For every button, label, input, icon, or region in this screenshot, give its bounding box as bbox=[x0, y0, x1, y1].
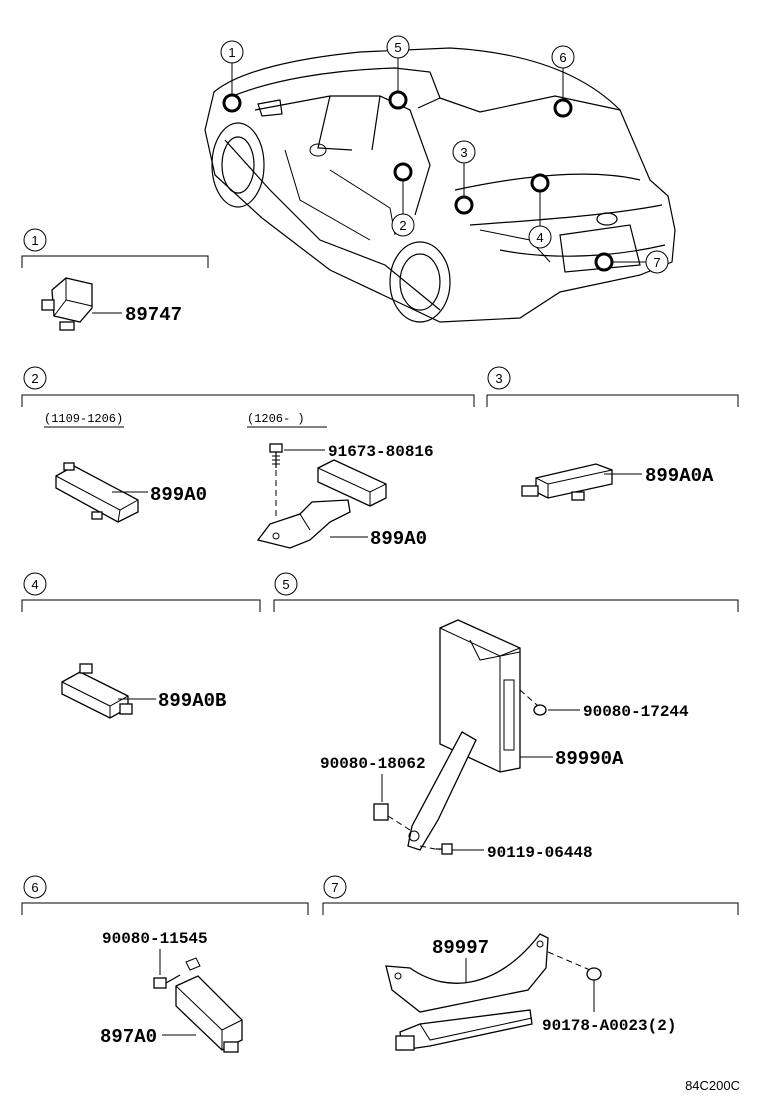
part-number-90080-17244[interactable]: 90080-17244 bbox=[583, 703, 689, 721]
part-897A0-drawing bbox=[175, 957, 243, 1053]
car-overview-illustration bbox=[204, 47, 676, 323]
diagram-code: 84C200C bbox=[685, 1078, 740, 1093]
part-number-89747[interactable]: 89747 bbox=[125, 304, 182, 326]
location-marker-6 bbox=[553, 98, 573, 118]
part-number-90080-11545[interactable]: 90080-11545 bbox=[102, 930, 208, 948]
section-3: 3 899A0A bbox=[486, 366, 739, 501]
part-number-90119-06448[interactable]: 90119-06448 bbox=[487, 844, 593, 862]
section-number-6: 6 bbox=[31, 880, 38, 895]
callout-label-7: 7 bbox=[653, 255, 660, 270]
date-range-1206: (1206- ) bbox=[247, 412, 305, 426]
part-899A0A-drawing bbox=[521, 463, 613, 501]
part-number-899A0A[interactable]: 899A0A bbox=[645, 465, 714, 487]
section-number-3: 3 bbox=[495, 371, 502, 386]
part-89990A-drawing bbox=[407, 619, 521, 851]
part-899A0-old-drawing bbox=[55, 462, 139, 523]
section-number-2: 2 bbox=[31, 371, 38, 386]
callout-label-6: 6 bbox=[559, 50, 566, 65]
clip-90178-A0023-drawing bbox=[586, 967, 602, 981]
bolt-90119-06448-drawing bbox=[436, 843, 453, 855]
part-899A0B-drawing bbox=[61, 663, 133, 719]
date-range-1109-1206: (1109-1206) bbox=[44, 412, 123, 426]
callout-label-5: 5 bbox=[394, 40, 401, 55]
part-number-897A0[interactable]: 897A0 bbox=[100, 1026, 157, 1048]
part-899A0-new-drawing bbox=[256, 459, 387, 549]
part-number-899A0B[interactable]: 899A0B bbox=[158, 690, 226, 712]
car-callouts: 1 5 6 2 3 4 7 bbox=[220, 35, 669, 274]
callout-label-4: 4 bbox=[536, 230, 543, 245]
nut-90080-17244-drawing bbox=[533, 704, 547, 716]
section-4: 4 899A0B bbox=[21, 572, 261, 719]
part-number-89990A[interactable]: 89990A bbox=[555, 748, 624, 770]
location-marker-4 bbox=[530, 173, 550, 193]
section-number-7: 7 bbox=[331, 880, 338, 895]
part-number-90080-18062[interactable]: 90080-18062 bbox=[320, 755, 426, 773]
bolt-91673-80816-drawing bbox=[269, 443, 283, 468]
part-number-90178-A0023[interactable]: 90178-A0023(2) bbox=[542, 1017, 676, 1035]
section-2: 2 (1109-1206) 899A0 (1206- ) 91673-80816 bbox=[21, 366, 475, 550]
part-number-899A0-new[interactable]: 899A0 bbox=[370, 528, 427, 550]
section-1: 1 89747 bbox=[21, 228, 209, 331]
callout-label-2: 2 bbox=[399, 218, 406, 233]
section-number-4: 4 bbox=[31, 577, 38, 592]
section-number-5: 5 bbox=[282, 577, 289, 592]
part-89747-drawing bbox=[41, 277, 93, 331]
part-number-89997[interactable]: 89997 bbox=[432, 937, 489, 959]
part-89997-drawing bbox=[385, 933, 549, 1051]
callout-label-3: 3 bbox=[460, 145, 467, 160]
location-marker-5 bbox=[388, 90, 408, 110]
clip-90080-18062-drawing bbox=[373, 803, 389, 821]
section-number-1: 1 bbox=[31, 233, 38, 248]
part-number-899A0-old[interactable]: 899A0 bbox=[150, 484, 207, 506]
location-marker-1 bbox=[222, 93, 242, 113]
section-6: 6 90080-11545 897A0 bbox=[21, 875, 309, 1053]
location-marker-3 bbox=[454, 195, 474, 215]
location-marker-7 bbox=[594, 252, 614, 272]
section-7: 7 89997 90178-A0023(2) bbox=[322, 875, 739, 1051]
bolt-90080-11545-drawing bbox=[153, 974, 181, 989]
section-5: 5 90080-17244 89990A 90080-18062 bbox=[273, 572, 739, 862]
location-marker-2 bbox=[393, 162, 413, 182]
part-number-91673-80816[interactable]: 91673-80816 bbox=[328, 443, 434, 461]
callout-label-1: 1 bbox=[228, 45, 235, 60]
